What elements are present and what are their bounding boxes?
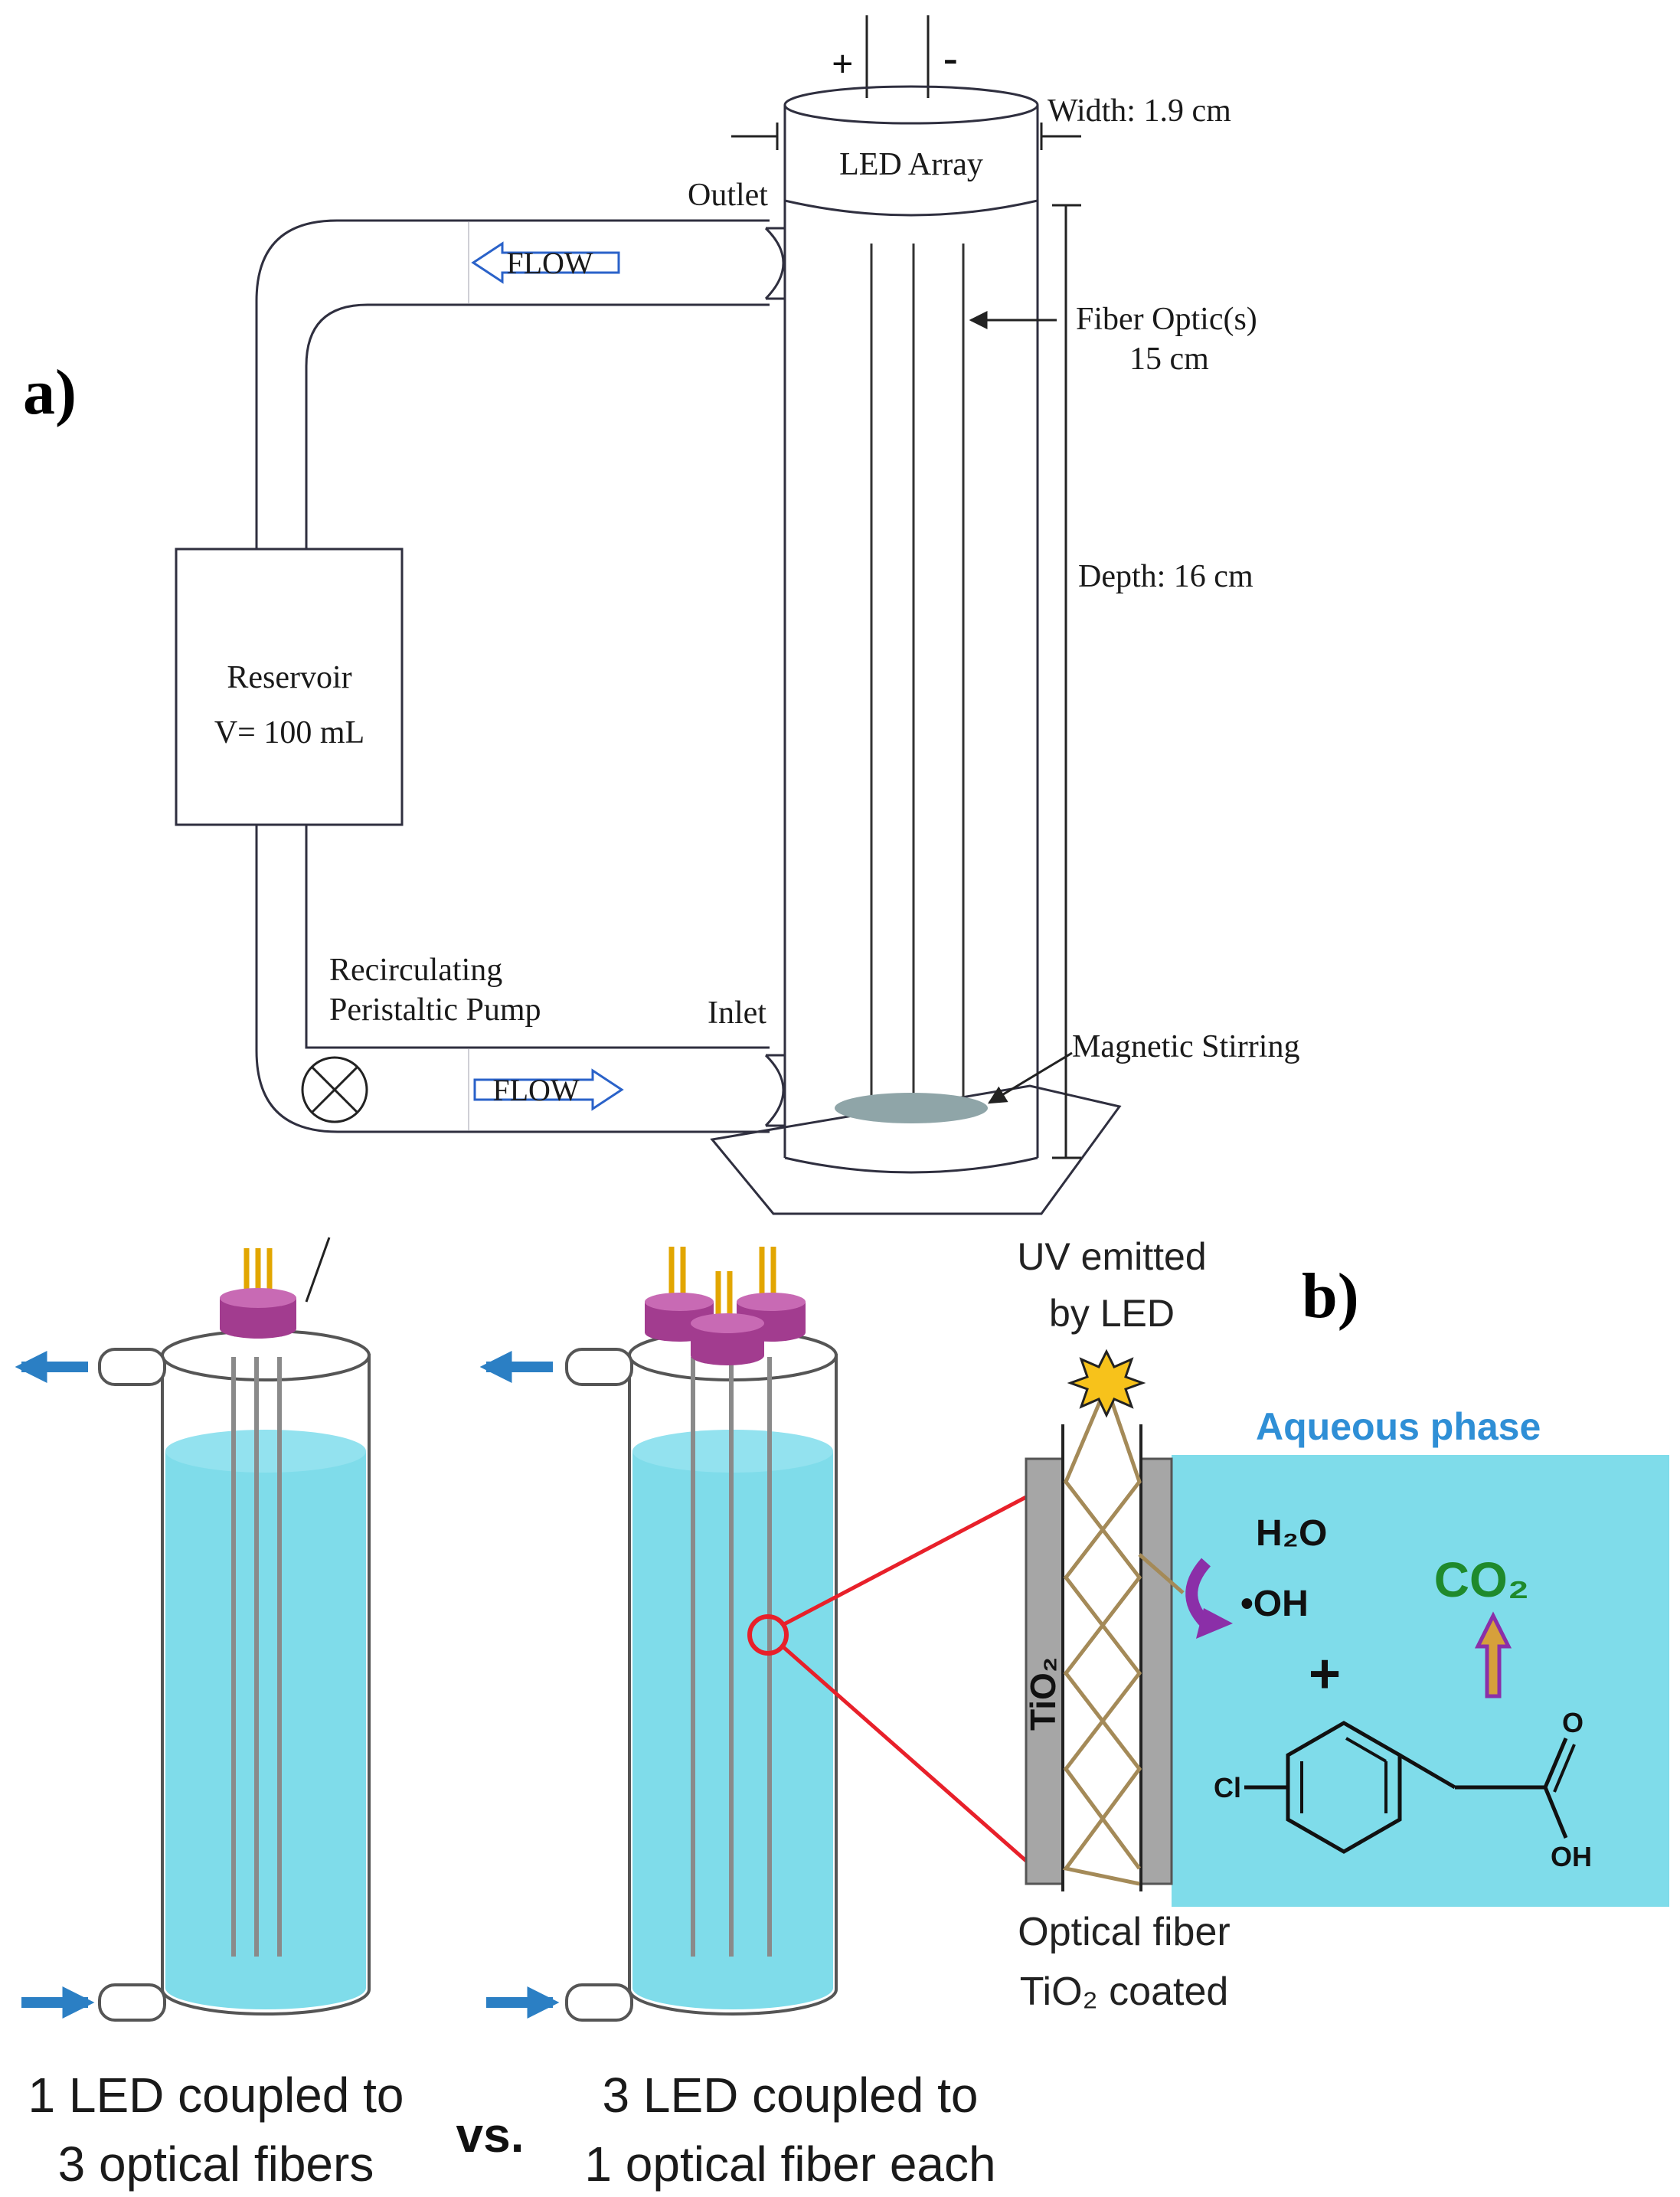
panel-b: b) [15,1235,1669,2192]
tio2-label: TiO₂ [1023,1657,1063,1731]
pump-label-2: Peristaltic Pump [329,992,541,1028]
fiber-label-2: TiO₂ coated [1020,1970,1229,2014]
aqueous-region [1172,1455,1669,1907]
aqueous-phase-label: Aqueous phase [1256,1405,1541,1448]
uv-burst-icon [1067,1349,1146,1418]
magnify-line-top [781,1495,1028,1627]
stir-bar [835,1093,988,1123]
fiber-optic-label-1: Fiber Optic(s) [1076,302,1257,337]
light-zigzag-left [1062,1385,1142,1886]
flow-label-bottom: FLOW [492,1073,580,1107]
led-unit [220,1248,296,1339]
inlet-label: Inlet [708,996,766,1031]
reservoir-volume: V= 100 mL [214,715,364,750]
reactor-column: LED Array [783,85,1039,1174]
hydroxy-label: OH [1551,1841,1592,1872]
chlorobenzoic-acid-structure [1244,1721,1576,1854]
terminal-minus: - [943,34,958,82]
led-array-label: LED Array [839,147,983,182]
flow-arrow-bottom [473,1068,624,1111]
light-zigzag-right [1063,1385,1142,1870]
tube-top-outer [255,219,770,549]
flow-label-top: FLOW [506,246,593,280]
caption-right-2: 1 optical fiber each [584,2137,995,2192]
panel-a: a) + - Width: 1.9 cm LED Array [23,15,1299,1215]
carbonyl-o-label: O [1562,1707,1584,1738]
terminal-plus: + [832,42,854,85]
outlet-port [565,1348,633,1386]
reservoir-box [175,548,404,826]
water-label: H₂O [1256,1513,1327,1554]
reactor-three-led [479,1247,838,2022]
width-label: Width: 1.9 cm [1048,93,1231,129]
outlet-label: Outlet [688,178,768,213]
reactor-single-led [15,1237,371,2022]
uv-label-2: by LED [1049,1292,1175,1335]
inlet-port [98,1983,166,2022]
inlet-connector [764,1054,786,1127]
inlet-port [565,1983,633,2022]
stirrer-base [710,1084,1122,1215]
fiber-optic-label-2: 15 cm [1129,342,1209,377]
tube-bottom-outer [255,826,770,1133]
tio2-coating-right [1139,1457,1173,1885]
flow-arrow-top [471,241,620,284]
water-column [165,1451,366,2009]
reservoir-label: Reservoir [227,660,351,695]
plus-sign: + [1309,1643,1341,1705]
magnify-circle [747,1614,789,1656]
panel-a-label: a) [23,357,77,428]
led-unit [691,1271,764,1365]
magnify-line-bottom [781,1645,1028,1862]
pump-icon [301,1056,368,1123]
caption-left-2: 3 optical fibers [58,2137,374,2192]
stirring-pointer-arrow [987,1051,1073,1104]
versus-label: vs. [456,2107,525,2163]
uv-label-1: UV emitted [1017,1235,1206,1278]
tube-bottom-inner [305,826,770,1049]
caption-right-1: 3 LED coupled to [603,2068,979,2123]
co2-label: CO₂ [1434,1552,1529,1607]
up-arrow-icon [1474,1611,1512,1698]
pump-label-1: Recirculating [329,953,502,988]
outlet-connector [764,227,786,300]
fiber-detail: Aqueous phase TiO₂ UV emitted by LED H₂O… [1017,1235,1669,2014]
panel-b-label: b) [1302,1260,1359,1332]
light-escape [1138,1553,1185,1594]
depth-label: Depth: 16 cm [1078,559,1253,594]
caption-left-1: 1 LED coupled to [28,2068,404,2123]
led-pointer-line [305,1237,331,1303]
tube-top-inner [305,303,770,549]
outlet-port [98,1348,166,1386]
chloro-label: Cl [1214,1772,1241,1803]
magnetic-stirring-label: Magnetic Stirring [1072,1029,1299,1064]
fiber-label-1: Optical fiber [1018,1910,1230,1954]
hydroxyl-label: •OH [1240,1584,1309,1624]
